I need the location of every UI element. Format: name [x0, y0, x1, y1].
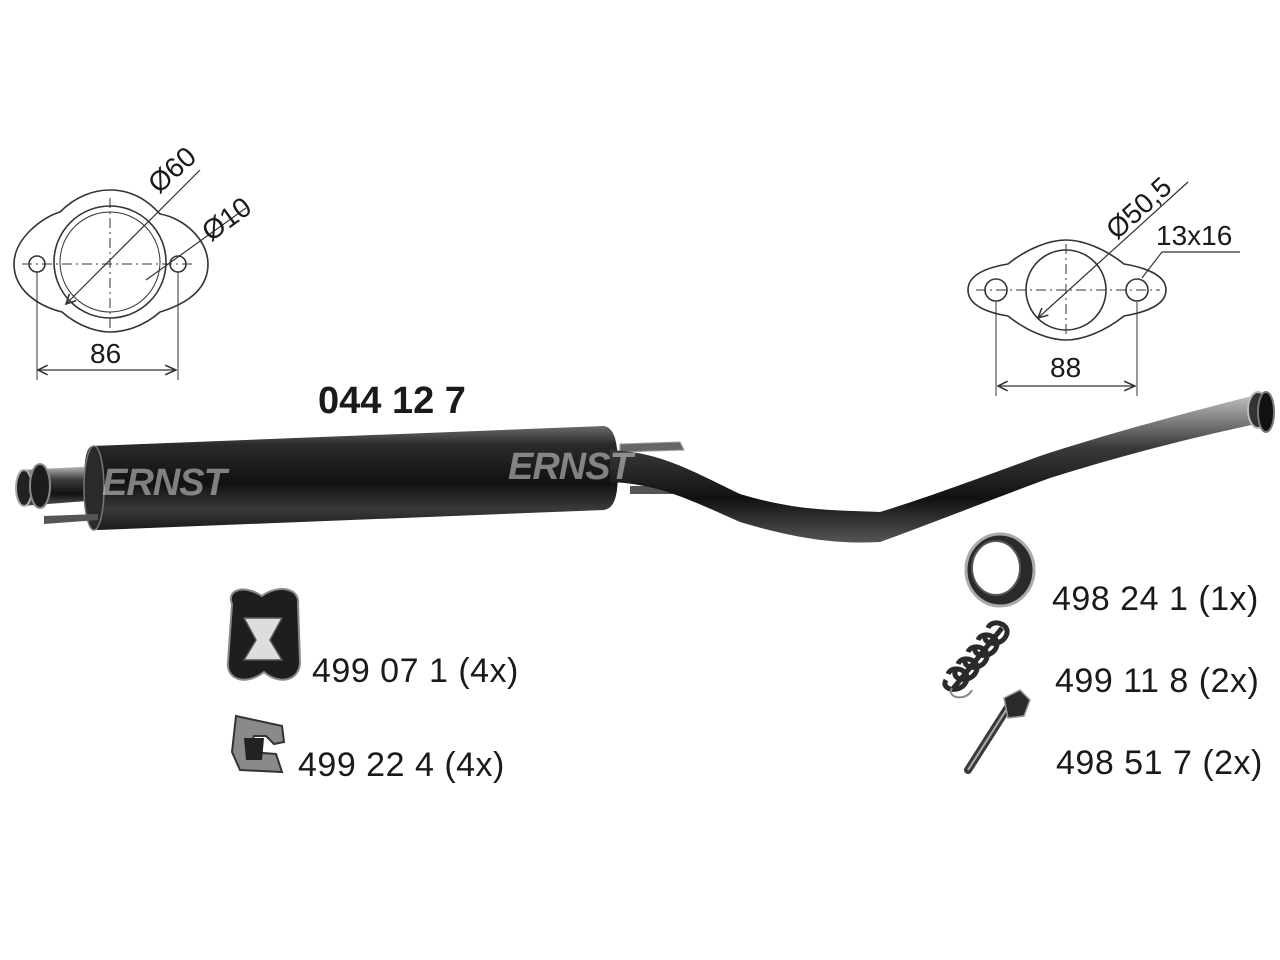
flange-right-drawing: [967, 181, 1240, 396]
sealing-ring-icon: [964, 532, 1036, 608]
outlet-pipe: [610, 396, 1256, 543]
flange-left-outline: [13, 189, 209, 333]
clamp-clip-icon: [230, 714, 286, 774]
accessory-qty: (2x): [1198, 662, 1260, 700]
spring-icon: [942, 620, 1010, 699]
muffler-end-left: [83, 445, 105, 531]
outlet-flange-ring: [1257, 391, 1275, 433]
flange-right-hole-size: 13x16: [1156, 220, 1233, 251]
inlet-flange-ring: [29, 463, 51, 509]
accessory-label-spring: 499 11 8 (2x): [1055, 662, 1259, 701]
accessory-qty: (1x): [1198, 580, 1259, 618]
flange-right-width: 88: [1050, 352, 1082, 383]
accessory-label-clamp-clip: 499 22 4 (4x): [298, 746, 505, 785]
accessory-code: 499 07 1: [312, 652, 449, 690]
bolt-icon: [964, 689, 1031, 774]
muffler-bracket-right: [619, 441, 685, 453]
accessory-qty: (2x): [1202, 744, 1263, 782]
muffler-bracket-left: [44, 514, 98, 524]
accessory-label-rubber-hanger: 499 07 1 (4x): [312, 652, 519, 691]
flange-left-width: 86: [90, 338, 122, 369]
accessory-qty: (4x): [458, 652, 519, 690]
accessory-label-bolt: 498 51 7 (2x): [1056, 744, 1263, 783]
brand-logo-right: ERNST: [508, 446, 633, 488]
accessory-label-sealing-ring: 498 24 1 (1x): [1052, 580, 1259, 619]
main-part-code: 044 12 7: [318, 380, 466, 422]
rubber-hanger-icon: [226, 588, 302, 681]
accessory-code: 498 24 1: [1052, 580, 1189, 618]
exhaust-middle-silencer: [15, 391, 1275, 543]
accessory-qty: (4x): [444, 746, 505, 784]
accessory-code: 498 51 7: [1056, 744, 1193, 782]
accessory-code: 499 22 4: [298, 746, 435, 784]
accessory-code: 499 11 8: [1055, 662, 1189, 700]
brand-logo-left: ERNST: [102, 462, 227, 504]
flange-right-outline: [967, 239, 1167, 341]
flange-left-drawing: [13, 169, 247, 380]
muffler-body: [84, 426, 618, 530]
